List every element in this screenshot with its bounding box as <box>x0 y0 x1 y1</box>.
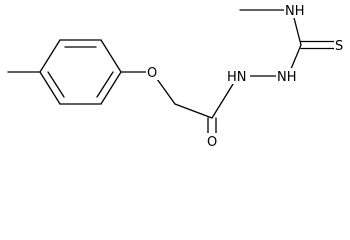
bond-ring-inner-b <box>96 71 114 98</box>
chemical-structure: NH S HN NH O O <box>7 2 346 150</box>
label-bg-nh-right <box>276 68 300 84</box>
atom-oxygen-carbonyl: O <box>207 135 217 150</box>
bond-ring-4 <box>100 71 122 105</box>
atom-oxygen-ether: O <box>147 66 157 81</box>
bond-ch2-carbonyl <box>174 103 213 119</box>
bond-ring-inner-c <box>47 71 65 98</box>
label-bg-o-ether <box>146 64 159 80</box>
atom-nh-methyl: NH <box>285 4 305 19</box>
label-bg-o-carbonyl <box>206 133 219 149</box>
bond-ring-6 <box>39 71 61 105</box>
bond-ring-1 <box>39 39 61 73</box>
atom-sulfur: S <box>335 39 343 54</box>
atom-hn-hydrazine: HN <box>227 70 247 85</box>
label-bg-s <box>334 37 346 53</box>
atom-nh-hydrazine: NH <box>277 70 297 85</box>
bond-ring-3 <box>100 39 122 73</box>
atom-labels: NH S HN NH O O <box>146 2 346 150</box>
label-bg-nh-methyl <box>284 2 308 18</box>
label-bg-hn-left <box>226 68 250 84</box>
